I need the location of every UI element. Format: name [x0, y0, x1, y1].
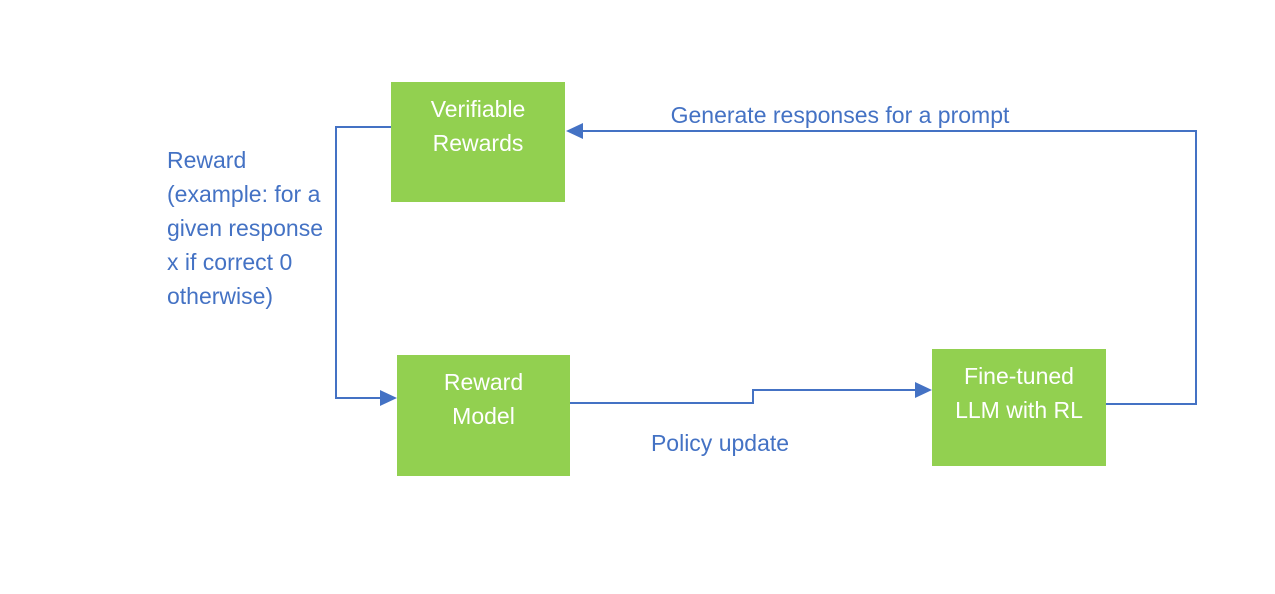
edge-label-reward: Reward (example: for a given response x … — [167, 147, 323, 309]
edge-policy-update — [570, 382, 932, 404]
node-reward-model: Reward Model — [397, 355, 570, 476]
arrowhead-right-icon — [915, 382, 932, 398]
arrowhead-right-icon — [380, 390, 397, 406]
node-verifiable-rewards: Verifiable Rewards — [391, 82, 565, 202]
edge-reward — [335, 126, 397, 406]
node-fine-tuned-llm: Fine-tuned LLM with RL — [932, 349, 1106, 466]
edge-label-policy-update: Policy update — [650, 430, 790, 456]
edge-label-generate-responses: Generate responses for a prompt — [670, 102, 1010, 128]
arrowhead-left-icon — [566, 123, 583, 139]
